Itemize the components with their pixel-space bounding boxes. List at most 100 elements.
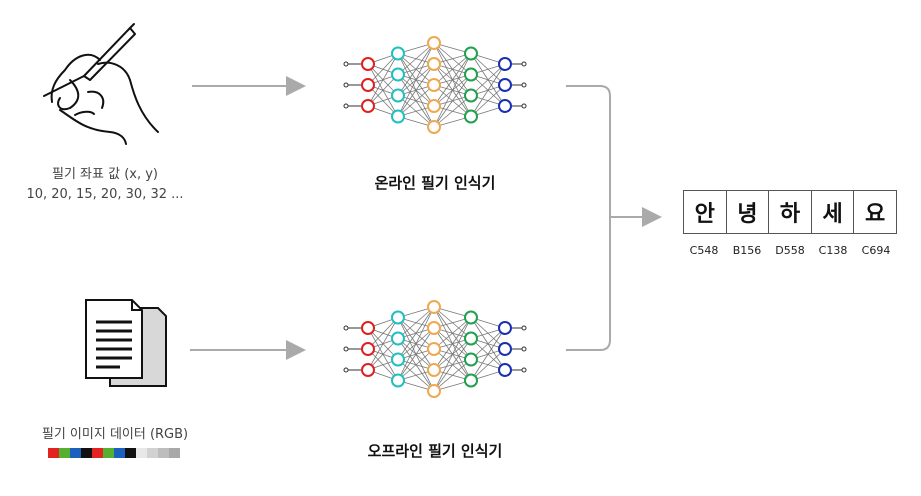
network-node: [391, 310, 405, 325]
network-connection: [470, 63, 506, 117]
network-node: [498, 342, 512, 356]
network-connection: [433, 53, 472, 107]
unicode-code: B156: [732, 244, 762, 257]
merge-connector: [566, 85, 611, 351]
rgb-swatch: [48, 448, 59, 458]
network-node: [361, 99, 375, 113]
output-terminal: [521, 82, 527, 88]
output-terminal: [521, 103, 527, 109]
rgb-swatch: [92, 448, 103, 458]
network-connection: [433, 338, 472, 392]
network-node: [498, 78, 512, 92]
rgb-swatch: [158, 448, 169, 458]
network-node: [464, 109, 478, 124]
network-connection: [470, 348, 506, 381]
network-node: [464, 46, 478, 61]
output-char: 세: [812, 191, 855, 233]
unicode-code: C138: [818, 244, 848, 257]
unicode-code: C694: [861, 244, 891, 257]
rgb-swatch: [70, 448, 81, 458]
input-terminal: [343, 103, 349, 109]
output-char: 요: [865, 202, 886, 227]
network-connection: [367, 53, 399, 107]
network-connection: [367, 338, 399, 371]
network-connection: [433, 317, 472, 371]
rgb-swatch: [59, 448, 70, 458]
network-connection: [470, 327, 506, 360]
network-node: [391, 352, 405, 367]
network-node: [498, 57, 512, 71]
network-connection: [367, 53, 399, 86]
output-char: 하: [769, 191, 812, 233]
network-node: [427, 78, 441, 92]
unicode-code: D558: [775, 244, 805, 257]
input-terminal: [343, 367, 349, 373]
online-neural-network: [343, 36, 527, 134]
hand-writing-pen-icon: [43, 23, 159, 145]
network-connection: [433, 53, 472, 128]
network-connection: [397, 42, 435, 117]
network-connection: [433, 359, 472, 392]
network-node: [427, 120, 441, 134]
output-terminal: [521, 346, 527, 352]
input-terminal: [343, 346, 349, 352]
network-connection: [367, 317, 399, 350]
input-terminal: [343, 325, 349, 331]
network-node: [427, 57, 441, 71]
network-connection: [433, 74, 472, 128]
input-terminal: [343, 82, 349, 88]
network-node: [391, 46, 405, 61]
network-node: [464, 373, 478, 388]
network-node: [464, 352, 478, 367]
network-connection: [470, 63, 506, 96]
network-node: [498, 321, 512, 335]
network-connection: [470, 84, 506, 117]
network-connection: [470, 327, 506, 381]
network-connection: [433, 317, 472, 392]
network-node: [391, 373, 405, 388]
rgb-swatch: [103, 448, 114, 458]
offline-recognizer-label: 오프라인 필기 인식기: [367, 442, 503, 460]
online-input-values: 10, 20, 15, 20, 30, 32 ...: [26, 187, 184, 202]
rgb-swatch: [114, 448, 125, 458]
network-node: [391, 88, 405, 103]
network-node: [361, 363, 375, 377]
input-terminal: [343, 61, 349, 67]
network-node: [464, 331, 478, 346]
output-terminal: [521, 61, 527, 67]
output-terminal: [521, 325, 527, 331]
network-node: [427, 384, 441, 398]
network-connection: [397, 306, 435, 360]
network-connection: [397, 327, 435, 381]
rgb-swatch: [169, 448, 180, 458]
network-node: [391, 109, 405, 124]
network-connection: [433, 53, 472, 86]
network-node: [427, 342, 441, 356]
offline-neural-network: [343, 300, 527, 398]
network-node: [361, 342, 375, 356]
network-node: [391, 67, 405, 82]
network-node: [427, 99, 441, 113]
network-connection: [433, 317, 472, 350]
network-node: [427, 321, 441, 335]
unicode-code: C548: [689, 244, 719, 257]
network-node: [464, 88, 478, 103]
network-connection: [397, 42, 435, 75]
offline-input-caption: 필기 이미지 데이터 (RGB): [41, 427, 189, 442]
rgb-swatch: [81, 448, 92, 458]
network-connection: [433, 95, 472, 128]
network-connection: [397, 306, 435, 339]
network-connection: [397, 348, 435, 381]
online-recognizer-label: 온라인 필기 인식기: [374, 174, 496, 192]
network-node: [498, 99, 512, 113]
online-input-caption: 필기 좌표 값 (x, y): [52, 167, 158, 182]
network-node: [464, 310, 478, 325]
network-node: [464, 67, 478, 82]
network-node: [361, 321, 375, 335]
network-connection: [397, 42, 435, 96]
network-node: [427, 363, 441, 377]
output-terminal: [521, 367, 527, 373]
output-char: 녕: [727, 191, 770, 233]
network-connection: [397, 306, 435, 381]
network-connection: [397, 63, 435, 117]
